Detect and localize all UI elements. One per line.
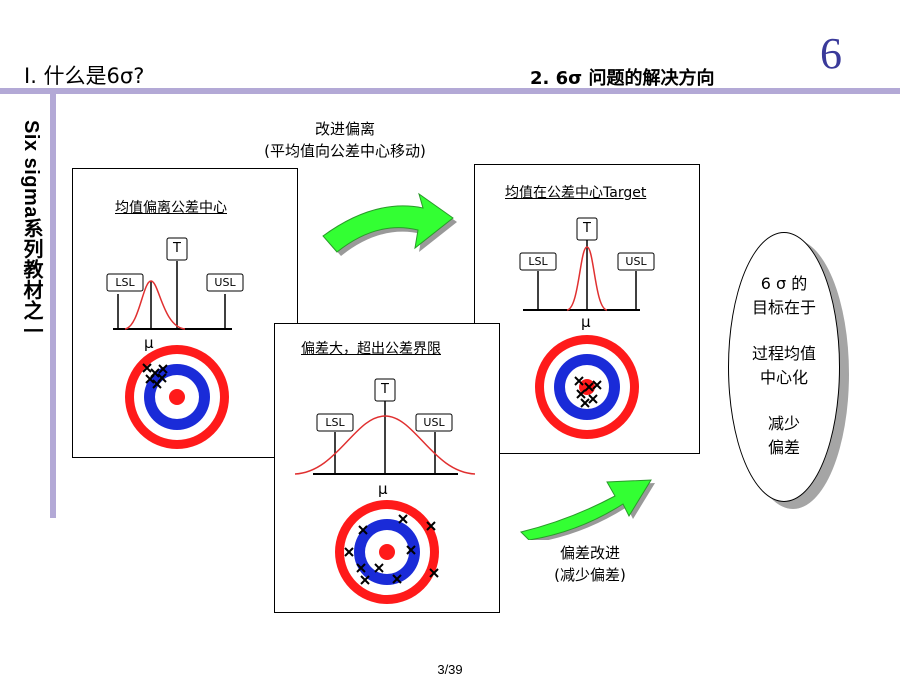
target-label: T [173,241,181,256]
goal-line: 中心化 [759,368,808,387]
panel-title: 偏差大，超出公差界限 [301,341,441,357]
goal-text: 6 σ 的 目标在于 过程均值 中心化 减少 偏差 [728,272,840,460]
panel-mean-offset: 均值偏离公差中心 LSL USL T μ [72,168,298,458]
improve-arrow-icon [322,192,457,256]
caption-line: 改进偏离 [314,120,375,138]
distribution-diagram [106,237,244,449]
caption-line: (平均值向公差中心移动) [264,142,426,160]
panel-title: 均值在公差中心Target [505,185,647,201]
panel-title: 均值偏离公差中心 [115,200,227,216]
lsl-label: LSL [528,255,548,268]
goal-line: 减少 [767,414,800,433]
section-title: 2. 6σ 问题的解决方向 [530,68,715,89]
lsl-label: LSL [325,416,345,429]
goal-oval [728,232,840,502]
footer-page-counter: 3/39 [437,662,463,677]
caption-line: (减少偏差) [554,566,626,584]
distribution-diagram [294,378,476,604]
target-label: T [381,382,389,397]
mu-label: μ [581,313,591,331]
goal-line: 过程均值 [751,344,816,363]
goal-line: 目标在于 [751,298,816,317]
improve-variation-caption: 偏差改进 (减少偏差) [535,542,645,586]
lsl-label: LSL [115,276,135,289]
side-rule [50,88,56,518]
mu-label: μ [144,334,154,352]
usl-label: USL [214,276,236,289]
usl-label: USL [625,255,647,268]
mu-label: μ [378,480,388,498]
panel-large-variation: 偏差大，超出公差界限 LSL USL T μ [274,323,500,613]
improve-offset-caption: 改进偏离 (平均值向公差中心移动) [250,118,440,162]
goal-line: 偏差 [767,438,800,457]
panel-mean-centered: 均值在公差中心Target LSL USL T μ [474,164,700,454]
target-label: T [583,221,591,236]
caption-line: 偏差改进 [559,544,620,562]
page-number: 6 [820,29,842,78]
usl-label: USL [423,416,445,429]
variation-arrow-icon [520,479,655,540]
goal-line: 6 σ 的 [760,274,808,293]
distribution-diagram [519,217,655,439]
slide-title: Ⅰ. 什么是6σ? [24,64,145,88]
sidebar-title: Six sigma系列教材之一 [20,120,42,341]
header-rule [0,88,900,94]
